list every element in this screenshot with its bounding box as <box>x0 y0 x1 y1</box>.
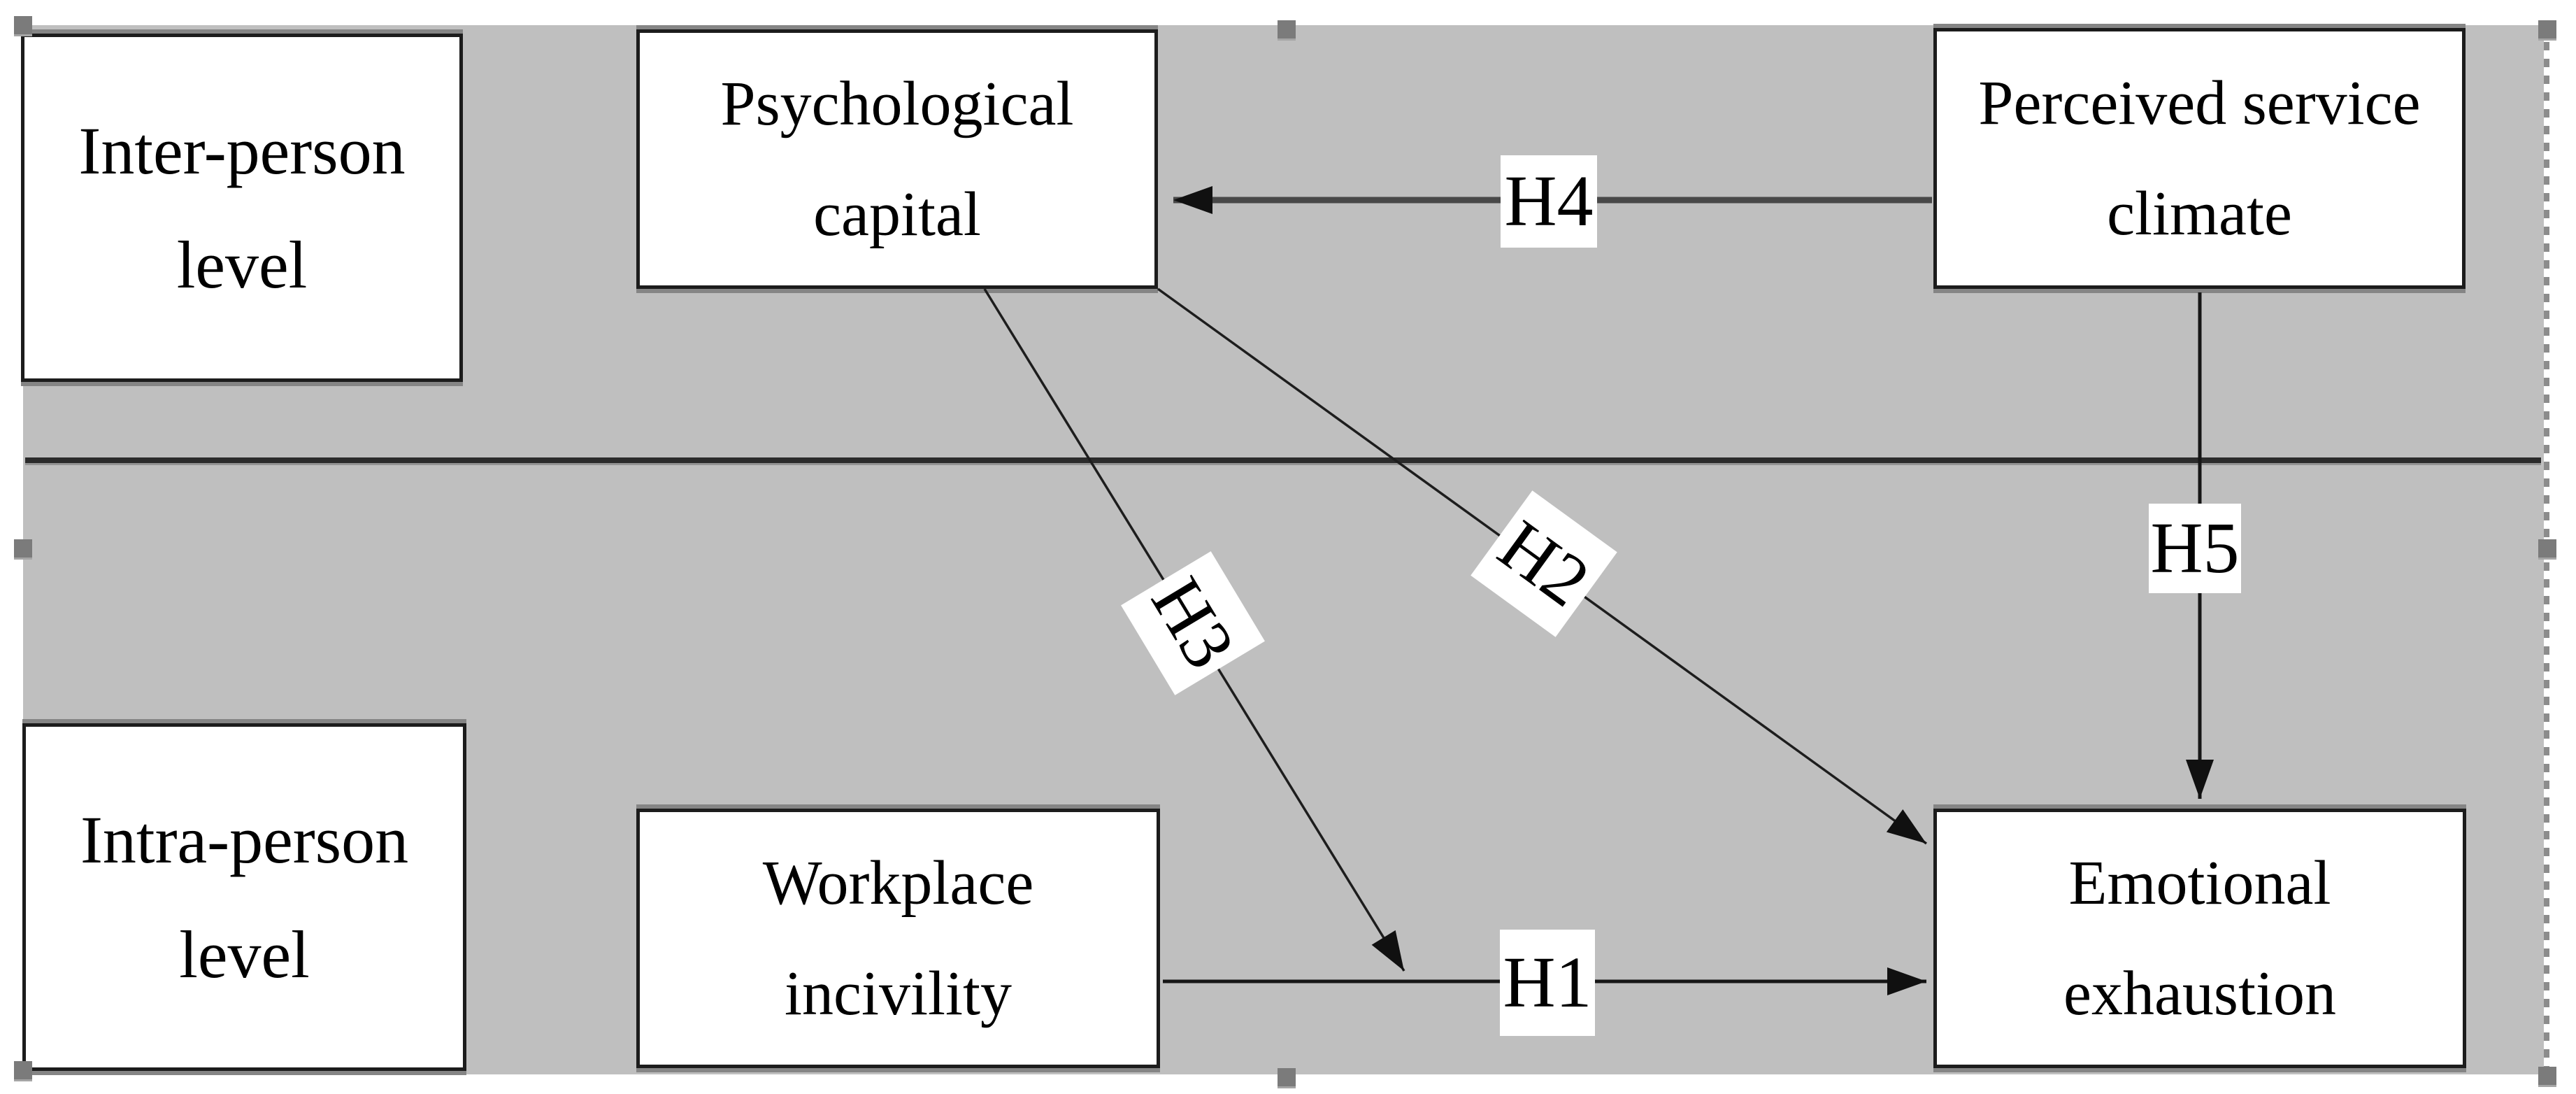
hypothesis-label-h4: H4 <box>1501 155 1597 248</box>
selection-handle-bottom-left[interactable] <box>14 1061 32 1079</box>
selection-handle-top-left[interactable] <box>14 16 32 34</box>
selection-handle-middle-left[interactable] <box>14 539 32 557</box>
selection-handle-top-center[interactable] <box>1278 20 1296 38</box>
level-box-intra-person: Intra-person level <box>22 723 466 1071</box>
selection-handle-bottom-center[interactable] <box>1278 1068 1296 1086</box>
construct-box-label: Psychological capital <box>720 69 1074 249</box>
hypothesis-label-h5: H5 <box>2149 504 2241 593</box>
construct-box-label: Workplace incivility <box>762 848 1034 1028</box>
construct-box-label: Emotional exhaustion <box>2063 848 2336 1028</box>
construct-box-workplace-incivility: Workplace incivility <box>636 809 1160 1068</box>
level-box-inter-person: Inter-person level <box>21 34 463 382</box>
construct-box-emotional-exhaustion: Emotional exhaustion <box>1933 809 2466 1068</box>
construct-box-psychological-capital: Psychological capital <box>636 29 1158 289</box>
construct-box-label: Perceived service climate <box>1978 69 2421 248</box>
hypothesis-label-h1: H1 <box>1500 930 1595 1036</box>
level-box-label: Intra-person level <box>80 802 409 992</box>
construct-box-perceived-service-climate: Perceived service climate <box>1933 28 2466 289</box>
level-divider-line <box>25 457 2541 463</box>
selection-handle-bottom-right[interactable] <box>2538 1067 2556 1085</box>
selection-handle-top-right[interactable] <box>2538 20 2556 38</box>
selection-handle-middle-right[interactable] <box>2538 539 2556 557</box>
level-box-label: Inter-person level <box>78 113 406 302</box>
